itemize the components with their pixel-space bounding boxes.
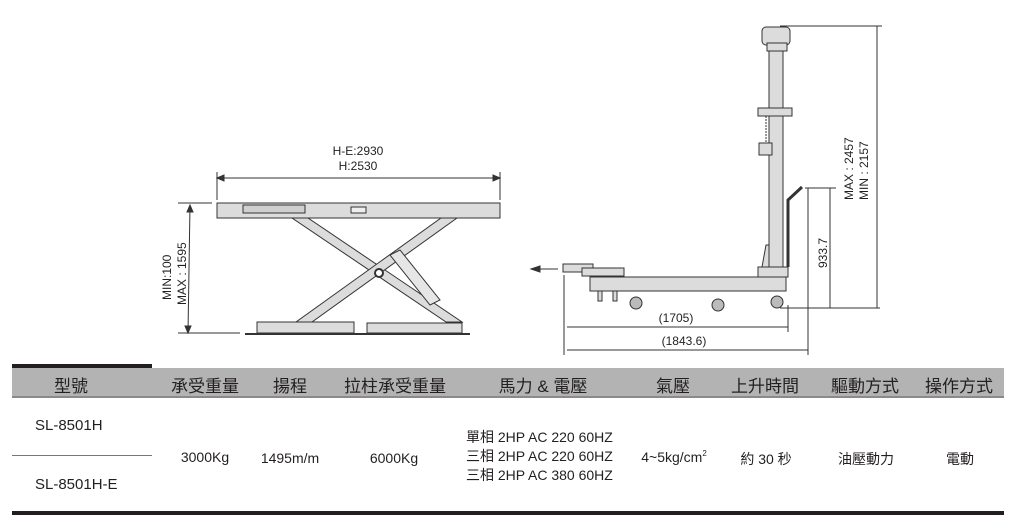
header-air: 氣壓	[656, 377, 690, 396]
model-separator	[12, 455, 152, 456]
technical-drawings: H-E:2930 H:2530 MIN:100 MAX : 1595	[160, 25, 882, 355]
power-values: 單相 2HP AC 220 60HZ 三相 2HP AC 220 60HZ 三相…	[466, 428, 613, 485]
column-puller-drawing	[529, 26, 804, 312]
operation-value: 電動	[946, 451, 974, 467]
power-option-1: 單相 2HP AC 220 60HZ	[466, 429, 613, 445]
lift-value: 1495m/m	[260, 450, 320, 466]
capacity-value: 3000Kg	[180, 449, 230, 465]
header-drive: 驅動方式	[831, 377, 899, 396]
scissor-lift-drawing	[178, 172, 502, 335]
header-lift: 揚程	[273, 377, 307, 396]
header-rise-time: 上升時間	[731, 377, 799, 396]
header-power: 馬力 & 電壓	[498, 377, 588, 396]
table-bottom-rule	[12, 511, 1004, 515]
width-label-h: H:2530	[339, 159, 378, 173]
air-pressure-superscript: 2	[702, 449, 707, 458]
length-1705: (1705)	[659, 311, 694, 325]
width-label-he: H-E:2930	[333, 144, 384, 158]
power-option-2: 三相 2HP AC 220 60HZ	[466, 448, 613, 464]
length-1843: (1843.6)	[662, 334, 707, 348]
header-capacity: 承受重量	[171, 377, 239, 396]
drive-value: 油壓動力	[838, 451, 894, 467]
table-top-rule	[12, 364, 152, 368]
column-height-min: MIN : 2157	[857, 141, 871, 200]
spec-table-header: 型號 承受重量 揚程 拉柱承受重量 馬力 & 電壓 氣壓 上升時間 驅動方式 操…	[12, 368, 1004, 398]
air-pressure-value: 4~5kg/cm2	[641, 449, 707, 465]
model-2: SL-8501H-E	[35, 476, 118, 493]
pull-capacity-value: 6000Kg	[369, 450, 419, 466]
header-model: 型號	[54, 377, 88, 396]
header-pull-capacity: 拉柱承受重量	[344, 377, 446, 396]
height-label-max: MAX : 1595	[175, 242, 189, 305]
height-label-min: MIN:100	[160, 254, 174, 300]
rise-time-value: 約 30 秒	[740, 451, 792, 467]
dimension-lines	[563, 25, 882, 355]
air-pressure-text: 4~5kg/cm	[641, 449, 703, 465]
model-1: SL-8501H	[35, 417, 103, 434]
handle-height: 933.7	[816, 238, 830, 268]
column-height-max: MAX : 2457	[842, 137, 856, 200]
header-operation: 操作方式	[925, 377, 993, 396]
power-option-3: 三相 2HP AC 380 60HZ	[466, 467, 613, 483]
